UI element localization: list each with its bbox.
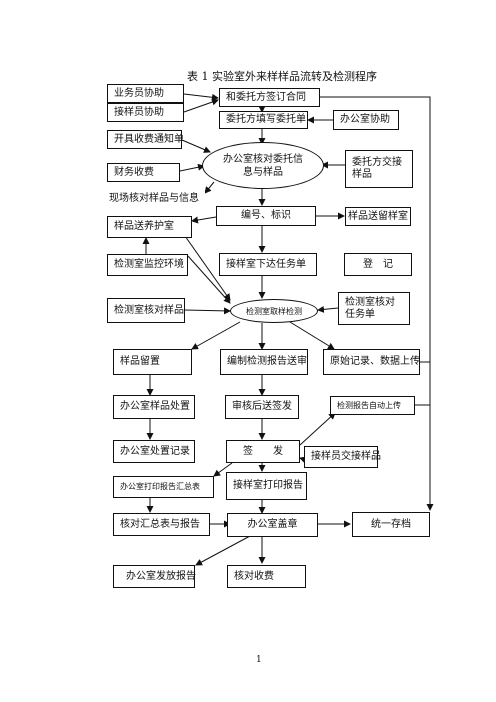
- node-numbering: 编号、标识: [216, 206, 316, 226]
- node-office-verify-info: 办公室核对委托信息与样品: [202, 142, 324, 189]
- node-fill-form: 委托方填写委托单: [219, 111, 308, 129]
- node-raw-data-upload: 原始记录、数据上传: [323, 349, 420, 375]
- page-number: 1: [256, 655, 262, 665]
- node-issue-fee-notice: 开具收费通知单: [107, 130, 184, 149]
- node-monitor-env: 检测室监控环境: [107, 254, 188, 276]
- node-print-summary: 办公室打印报告汇总表: [113, 476, 214, 498]
- node-report-auto-upload: 检测报告自动上传: [330, 396, 415, 415]
- node-verify-task: 检测室核对任务单: [338, 292, 410, 325]
- node-office-stamp: 办公室盖章: [227, 513, 318, 537]
- node-issue-report: 办公室发放报告: [113, 565, 196, 588]
- node-review-to-sign: 审核后送签发: [225, 395, 299, 419]
- node-issue-task: 接样室下达任务单: [219, 253, 317, 276]
- node-client-handover: 委托方交接样品: [345, 150, 413, 188]
- node-sign-off: 签 发: [226, 440, 300, 463]
- node-sample-retention: 样品留置: [113, 349, 192, 375]
- node-sample-testing: 检测室取样检测: [230, 299, 318, 323]
- diagram-title: 表 1 实验室外来样样品流转及检测程序: [187, 70, 377, 83]
- node-to-curing-room: 样品送养护室: [107, 216, 192, 238]
- node-to-retain-room: 样品送留样室: [345, 207, 411, 226]
- node-receiver-handover: 接样员交接样品: [304, 446, 381, 468]
- node-onsite-verify: 现场核对样品与信息: [107, 190, 205, 208]
- node-check-summary: 核对汇总表与报告: [113, 513, 210, 536]
- node-disposal-record: 办公室处置记录: [113, 440, 195, 463]
- node-verify-samples: 检测室核对样品: [107, 298, 185, 323]
- node-compile-report: 编制检测报告送审: [220, 349, 308, 375]
- node-finance-fee: 财务收费: [107, 163, 180, 182]
- node-register: 登 记: [344, 253, 412, 276]
- node-office-assist: 办公室协助: [333, 110, 399, 130]
- node-receiver-assist: 接样员协助: [107, 103, 184, 122]
- node-check-fee: 核对收费: [227, 565, 306, 588]
- node-sign-contract: 和委托方签订合同: [219, 88, 320, 107]
- node-office-disposal: 办公室样品处置: [113, 395, 195, 419]
- node-print-report: 接样室打印报告: [226, 472, 307, 500]
- node-salesman-assist: 业务员协助: [107, 84, 184, 103]
- node-archive: 统一存档: [352, 512, 430, 537]
